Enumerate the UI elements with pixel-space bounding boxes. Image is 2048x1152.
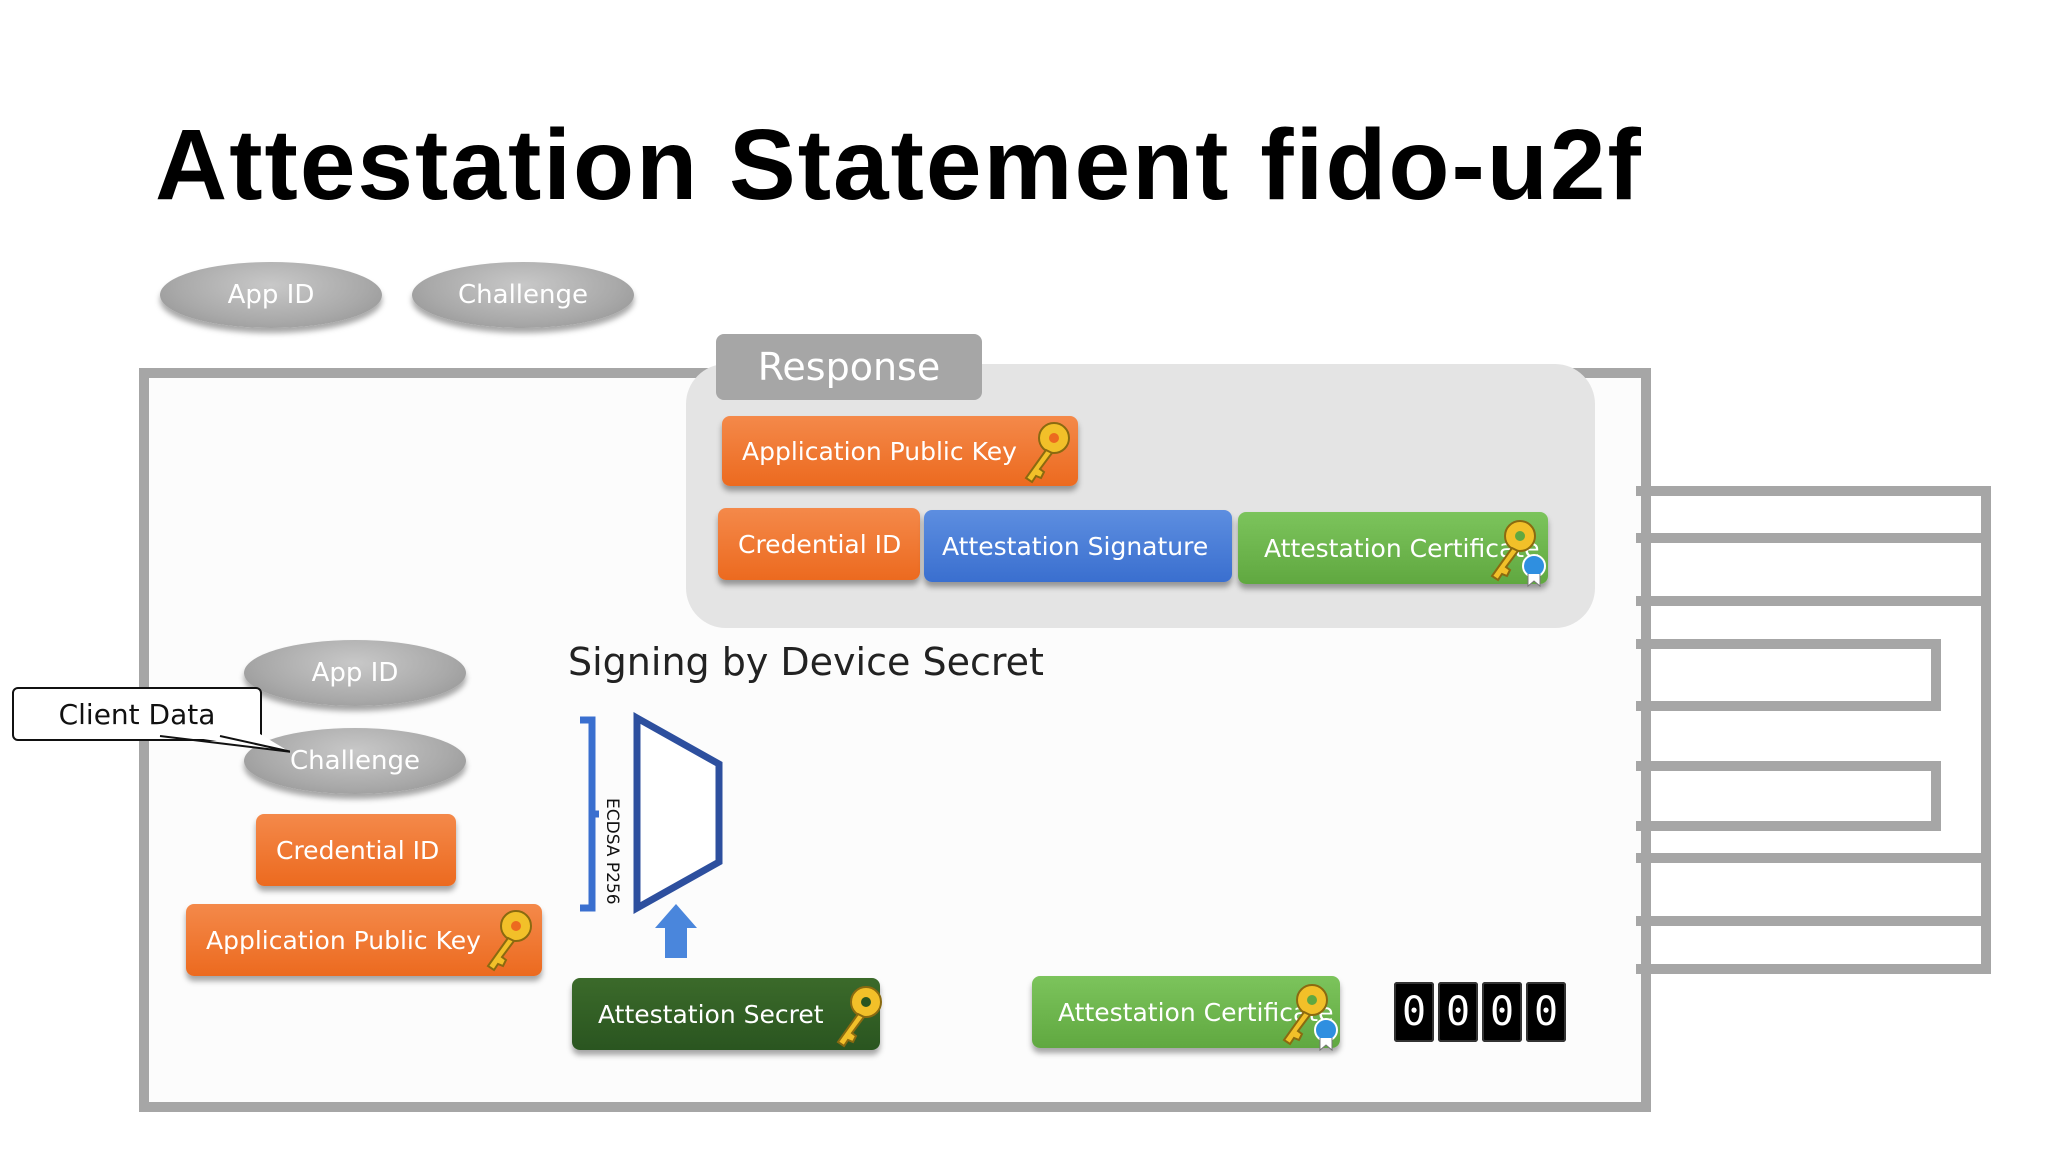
callout-pointer xyxy=(159,734,290,753)
top-challenge-oval: Challenge xyxy=(412,262,634,328)
ecdsa-block xyxy=(580,712,723,958)
inner-app-id-oval: App ID xyxy=(244,640,466,706)
response-attestation-signature-label: Attestation Signature xyxy=(942,531,1209,561)
response-app-public-key-label: Application Public Key xyxy=(742,436,1017,466)
key-icon xyxy=(1024,422,1070,484)
page-title: Attestation Statement fido-u2f xyxy=(155,109,1643,221)
certificate-key-icon xyxy=(1490,520,1546,588)
response-panel xyxy=(686,364,1595,628)
inner-app-public-key: Application Public Key xyxy=(186,904,542,976)
counter-digit: 0 xyxy=(1482,982,1522,1042)
counter-digit: 0 xyxy=(1394,982,1434,1042)
response-app-public-key: Application Public Key xyxy=(722,416,1078,486)
attestation-secret-label: Attestation Secret xyxy=(598,999,824,1029)
response-attestation-certificate-label: Attestation Certificate xyxy=(1264,533,1540,563)
top-app-id-oval: App ID xyxy=(160,262,382,328)
counter-digit: 0 xyxy=(1438,982,1478,1042)
usb-connector-icon xyxy=(1636,486,1991,974)
inner-credential-id-label: Credential ID xyxy=(276,835,440,865)
client-data-callout: Client Data xyxy=(12,687,262,741)
inner-app-public-key-label: Application Public Key xyxy=(206,925,481,955)
key-icon xyxy=(486,910,532,972)
counter-digit: 0 xyxy=(1526,982,1566,1042)
inner-credential-id: Credential ID xyxy=(256,814,456,886)
response-attestation-signature: Attestation Signature xyxy=(924,510,1232,582)
key-icon xyxy=(836,986,882,1048)
brace-icon xyxy=(580,716,599,912)
response-credential-id: Credential ID xyxy=(718,508,920,580)
ecdsa-label: ECDSA P256 xyxy=(602,798,622,905)
ecdsa-trapezoid xyxy=(633,712,723,914)
certificate-key-icon xyxy=(1282,984,1338,1052)
attestation-secret: Attestation Secret xyxy=(572,978,880,1050)
signing-label: Signing by Device Secret xyxy=(568,640,1044,684)
response-credential-id-label: Credential ID xyxy=(738,529,902,559)
signature-counter: 0 0 0 0 xyxy=(1394,982,1566,1042)
attestation-certificate-label: Attestation Certificate xyxy=(1058,997,1334,1027)
response-tab: Response xyxy=(716,334,982,400)
attestation-certificate: Attestation Certificate xyxy=(1032,976,1340,1048)
inner-challenge-oval: Challenge xyxy=(244,728,466,794)
up-arrow-icon xyxy=(655,904,697,958)
